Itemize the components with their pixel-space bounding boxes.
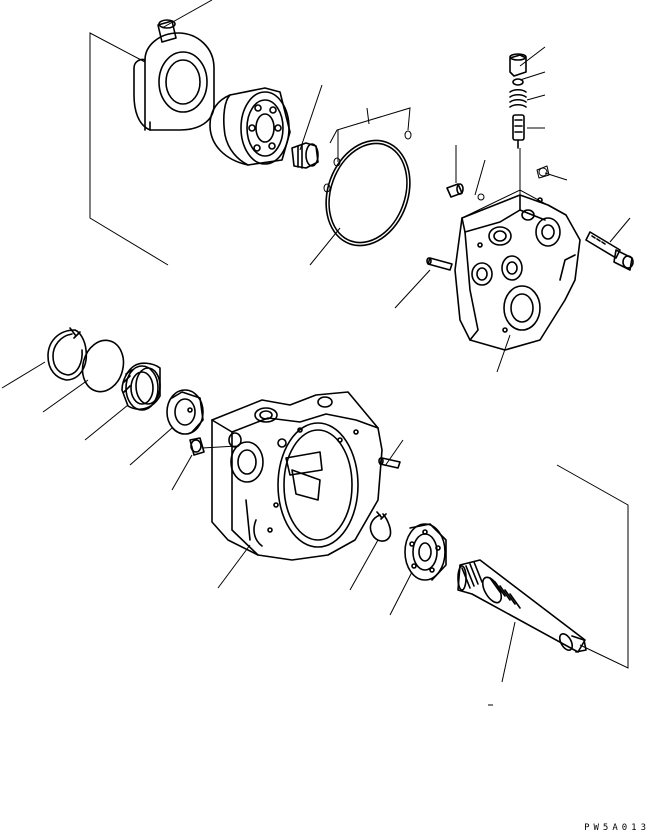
small-o-rings <box>323 130 412 193</box>
swash-plate-cover <box>133 19 215 131</box>
drive-shaft <box>457 559 587 653</box>
drawing-code: PW5A013 <box>584 823 650 833</box>
plug-with-spring-stack <box>509 53 527 149</box>
leader-ball-bearing <box>389 571 413 616</box>
leader-fitting <box>171 454 193 491</box>
oil-seal-disc <box>81 339 125 393</box>
snap-ring <box>47 327 88 381</box>
bracket-leader-topleft <box>89 32 169 266</box>
bolt <box>585 231 634 271</box>
leader-spring <box>526 94 546 101</box>
plug <box>446 183 464 198</box>
leader-plug-top <box>519 46 546 67</box>
leader-snap-small <box>349 539 379 591</box>
fitting-plug <box>189 437 205 456</box>
leader-snap-ring <box>1 361 46 389</box>
leader-seal <box>84 404 129 441</box>
pump-case <box>211 391 383 561</box>
leader-case <box>217 544 251 589</box>
bearing <box>166 389 204 435</box>
seal-assembly <box>121 362 161 411</box>
leader-orings-stem <box>366 107 370 125</box>
pin <box>477 165 550 201</box>
leader-orings-bracket <box>329 107 411 144</box>
leader-oring-small <box>519 71 546 81</box>
leader-bearing-small <box>129 427 173 466</box>
leader-bolt <box>609 217 631 243</box>
leader-dowel-case <box>384 439 404 467</box>
dowel-pin <box>426 257 453 271</box>
leader-ball <box>474 159 486 196</box>
snap-ring-small <box>369 511 392 542</box>
cylinder-block <box>209 87 291 166</box>
leader-bushing <box>299 84 323 151</box>
leader-disc <box>42 379 89 413</box>
o-ring-large <box>325 139 411 247</box>
bracket-leader-shaft <box>556 464 629 669</box>
ball-bearing <box>404 523 447 581</box>
leader-endcap <box>496 334 511 373</box>
leader-cover-top <box>161 0 213 29</box>
leader-lines <box>1 0 631 706</box>
end-cap-body <box>454 194 581 351</box>
leader-shaft <box>501 621 516 683</box>
bushing <box>291 142 319 169</box>
dowel-pin-case <box>378 457 401 469</box>
leader-dowel <box>394 269 431 309</box>
